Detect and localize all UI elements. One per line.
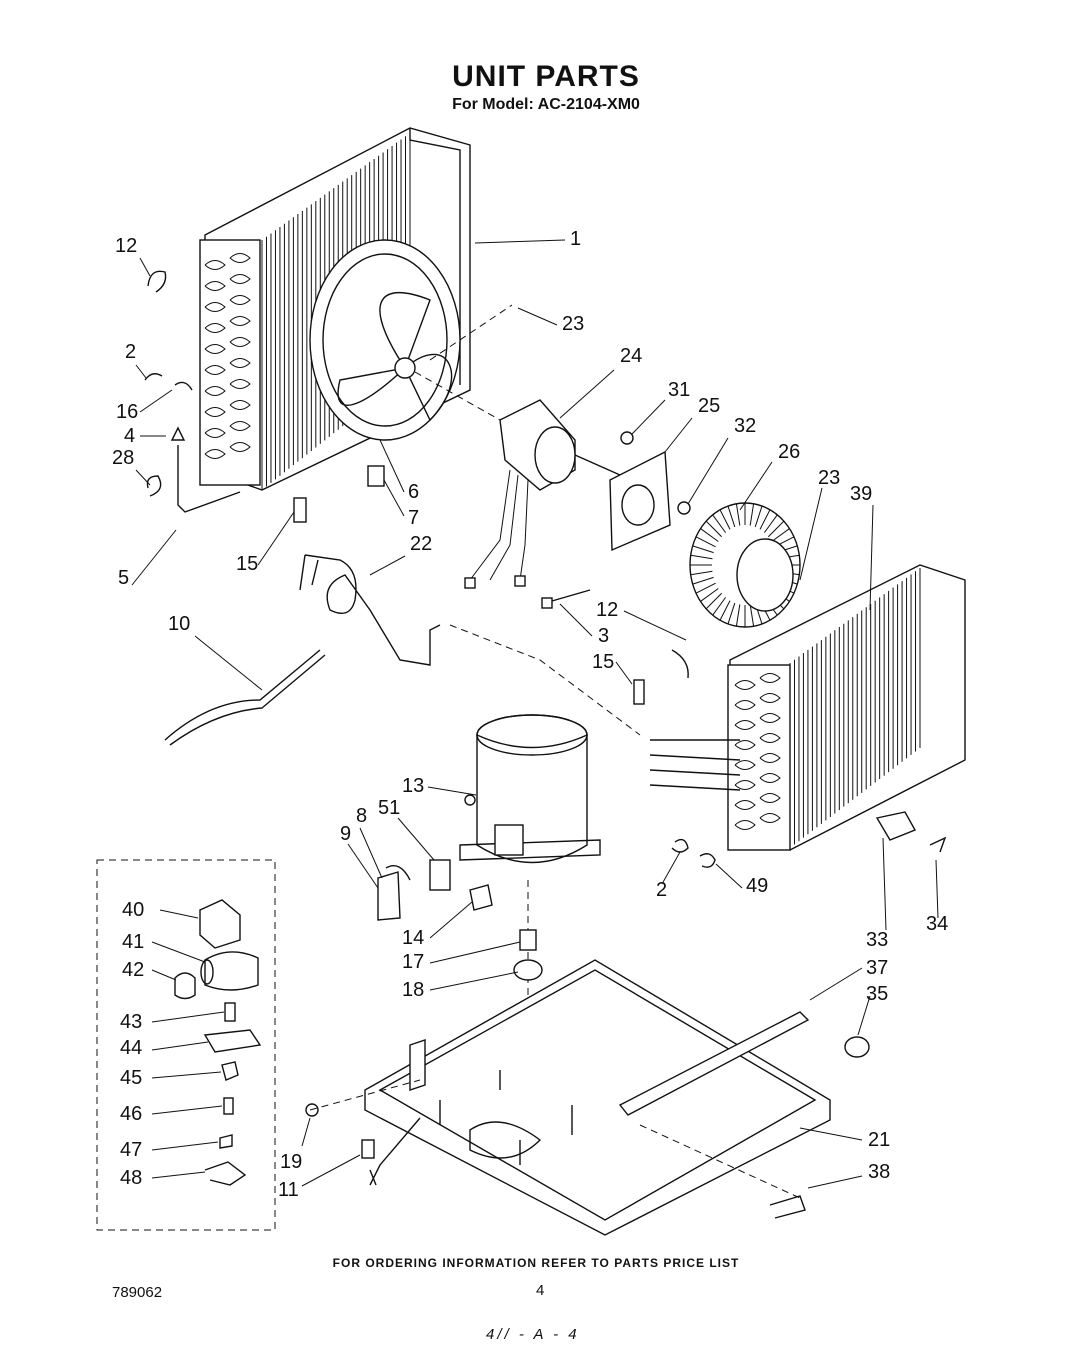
callout-25: 25 bbox=[698, 395, 720, 417]
callout-49: 49 bbox=[746, 875, 768, 897]
handwritten-note: 4// - A - 4 bbox=[486, 1326, 580, 1343]
callout-13: 13 bbox=[402, 775, 424, 797]
callout-43: 43 bbox=[120, 1011, 142, 1033]
callout-41: 41 bbox=[122, 931, 144, 953]
callout-9: 9 bbox=[340, 823, 351, 845]
callout-2b: 2 bbox=[656, 879, 667, 901]
model-subtitle: For Model: AC-2104-XM0 bbox=[452, 96, 640, 113]
document-number: 789062 bbox=[112, 1284, 163, 1301]
callout-44: 44 bbox=[120, 1037, 142, 1059]
blower-wheel-drawing bbox=[689, 502, 801, 628]
callout-3: 3 bbox=[598, 625, 609, 647]
callout-42: 42 bbox=[122, 959, 144, 981]
callout-40: 40 bbox=[122, 899, 144, 921]
motor-bracket-drawing bbox=[609, 431, 691, 552]
callout-34: 34 bbox=[926, 913, 948, 935]
callout-32: 32 bbox=[734, 415, 756, 437]
callout-46: 46 bbox=[120, 1103, 142, 1125]
callout-labels: 1 12 23 2 24 31 25 32 26 16 4 28 6 7 23 … bbox=[112, 228, 948, 1201]
callout-17: 17 bbox=[402, 951, 424, 973]
callout-4: 4 bbox=[124, 425, 135, 447]
callout-10: 10 bbox=[168, 613, 190, 635]
callout-48: 48 bbox=[120, 1167, 142, 1189]
callout-51: 51 bbox=[378, 797, 400, 819]
callout-15b: 15 bbox=[592, 651, 614, 673]
callout-23: 23 bbox=[562, 313, 584, 335]
callout-14: 14 bbox=[402, 927, 424, 949]
callout-12: 12 bbox=[115, 235, 137, 257]
callout-35: 35 bbox=[866, 983, 888, 1005]
base-pan-drawing bbox=[305, 959, 831, 1236]
callout-6: 6 bbox=[408, 481, 419, 503]
ordering-note: FOR ORDERING INFORMATION REFER TO PARTS … bbox=[332, 1256, 740, 1270]
callout-19: 19 bbox=[280, 1151, 302, 1173]
callout-45: 45 bbox=[120, 1067, 142, 1089]
callout-5: 5 bbox=[118, 567, 129, 589]
callout-47: 47 bbox=[120, 1139, 142, 1161]
callout-31: 31 bbox=[668, 379, 690, 401]
callout-21: 21 bbox=[868, 1129, 890, 1151]
fan-motor-drawing bbox=[414, 304, 621, 589]
callout-8: 8 bbox=[356, 805, 367, 827]
callout-37: 37 bbox=[866, 957, 888, 979]
page-title: UNIT PARTS bbox=[452, 60, 640, 93]
callout-18: 18 bbox=[402, 979, 424, 1001]
callout-16: 16 bbox=[116, 401, 138, 423]
callout-15: 15 bbox=[236, 553, 258, 575]
callout-23b: 23 bbox=[818, 467, 840, 489]
callout-38: 38 bbox=[868, 1161, 890, 1183]
page-number: 4 bbox=[536, 1282, 545, 1299]
small-parts-drawing bbox=[144, 270, 947, 1058]
evaporator-coil-drawing bbox=[649, 564, 966, 851]
callout-24: 24 bbox=[620, 345, 642, 367]
callout-22: 22 bbox=[410, 533, 432, 555]
callout-26: 26 bbox=[778, 441, 800, 463]
fan-shroud-drawing bbox=[309, 239, 461, 487]
callout-7: 7 bbox=[408, 507, 419, 529]
callout-11: 11 bbox=[278, 1179, 299, 1201]
callout-2: 2 bbox=[125, 341, 136, 363]
control-kit-box bbox=[96, 859, 276, 1231]
tubing-drawing bbox=[164, 554, 641, 746]
callout-28: 28 bbox=[112, 447, 134, 469]
callout-12b: 12 bbox=[596, 599, 618, 621]
callout-39: 39 bbox=[850, 483, 872, 505]
callout-1: 1 bbox=[570, 228, 581, 250]
callout-33: 33 bbox=[866, 929, 888, 951]
callout-leader-lines bbox=[131, 239, 939, 1189]
